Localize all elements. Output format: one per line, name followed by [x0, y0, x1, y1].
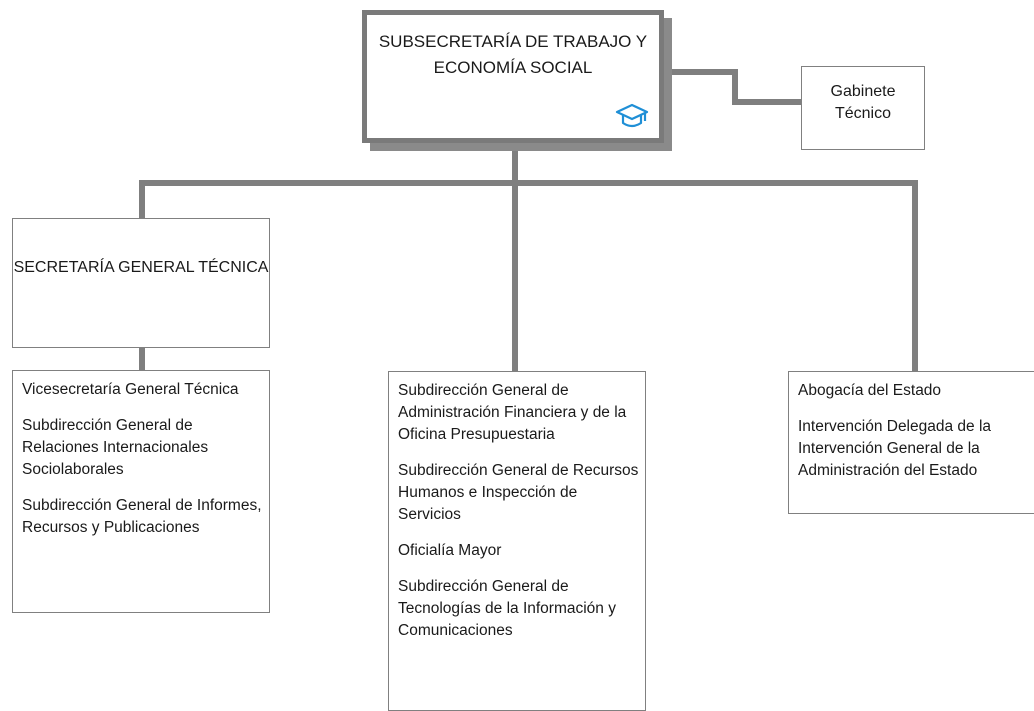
list-item: Subdirección General de Informes, Recurs…: [22, 497, 262, 536]
right-units-list: Abogacía del Estado Intervención Delegad…: [788, 371, 1034, 514]
list-item: Intervención Delegada de la Intervención…: [798, 418, 992, 479]
list-item: Oficialía Mayor: [398, 542, 502, 559]
list-item: Subdirección General de Recursos Humanos…: [398, 462, 639, 523]
list-item: Abogacía del Estado: [798, 382, 942, 399]
gabinete-tecnico-box: Gabinete Técnico: [801, 66, 925, 150]
list-item: Subdirección General de Tecnologías de l…: [398, 578, 616, 639]
secretaria-units-list: Vicesecretaría General Técnica Subdirecc…: [12, 370, 270, 613]
list-item: Subdirección General de Relaciones Inter…: [22, 417, 209, 478]
list-item: Subdirección General de Administración F…: [398, 382, 627, 443]
center-units-list: Subdirección General de Administración F…: [388, 371, 646, 711]
connector-gabinete: [667, 69, 804, 105]
secretaria-general-tecnica-title: SECRETARÍA GENERAL TÉCNICA: [13, 259, 269, 276]
top-unit-title: SUBSECRETARÍA DE TRABAJO Y ECONOMÍA SOCI…: [378, 32, 648, 77]
graduation-cap-icon: [615, 103, 649, 128]
list-item: Vicesecretaría General Técnica: [22, 381, 239, 398]
secretaria-general-tecnica-box: SECRETARÍA GENERAL TÉCNICA: [12, 218, 270, 348]
top-unit-box: SUBSECRETARÍA DE TRABAJO Y ECONOMÍA SOCI…: [362, 10, 664, 143]
gabinete-tecnico-title: Gabinete Técnico: [830, 83, 896, 122]
